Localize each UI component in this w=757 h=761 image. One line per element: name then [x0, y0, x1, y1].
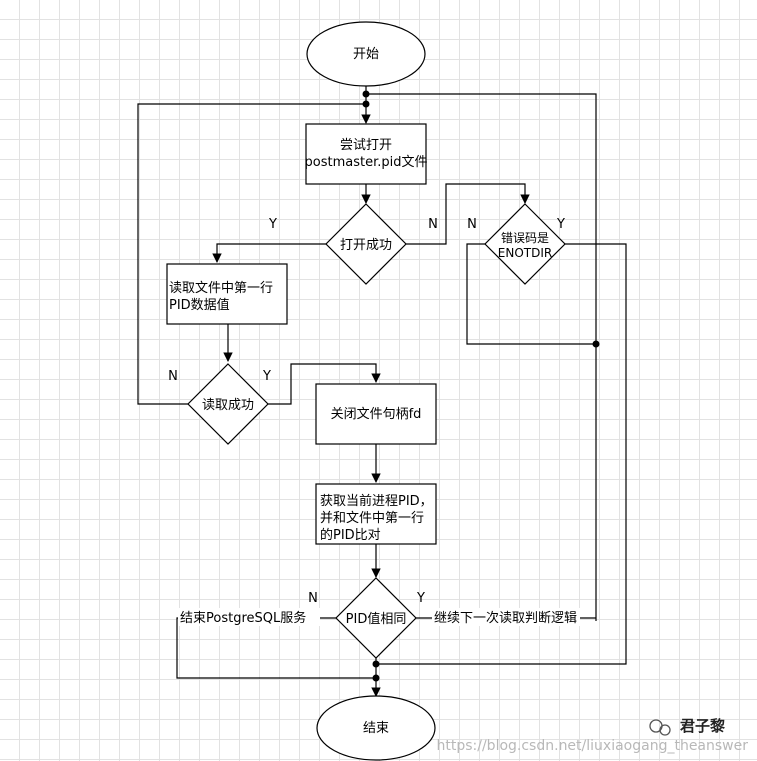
- errno-decision[interactable]: 错误码是 ENOTDIR: [484, 203, 566, 285]
- watermark: https://blog.csdn.net/liuxiaogang_theans…: [437, 717, 749, 754]
- start-label: 开始: [353, 47, 379, 62]
- stop-service-label: 结束PostgreSQL服务: [180, 610, 306, 626]
- junctions: [362, 90, 600, 682]
- open-ok-yes-label: Y: [268, 217, 277, 232]
- watermark-url: https://blog.csdn.net/liuxiaogang_theans…: [437, 738, 749, 754]
- read-success-decision[interactable]: 读取成功: [187, 363, 269, 445]
- edge-openok-yes: [212, 243, 326, 263]
- pid-same-yes-label: Y: [416, 591, 425, 606]
- read-ok-no-label: N: [168, 369, 178, 384]
- end-label: 结束: [363, 721, 389, 736]
- errno-line1: 错误码是: [501, 231, 549, 245]
- continue-next-label: 继续下一次读取判断逻辑: [434, 610, 577, 626]
- open-file-process[interactable]: 尝试打开 postmaster.pid文件: [305, 123, 428, 185]
- errno-yes-label: Y: [556, 217, 565, 232]
- pid-same-no-label: N: [308, 591, 318, 606]
- close-fd-process[interactable]: 关闭文件句柄fd: [315, 383, 437, 445]
- read-success-label: 读取成功: [202, 398, 254, 413]
- edge-readok-no: [137, 103, 366, 405]
- errno-line2: ENOTDIR: [498, 246, 552, 260]
- compare-line3: 的PID比对: [320, 527, 381, 543]
- junction-dot: [362, 100, 370, 108]
- open-file-line1: 尝试打开: [340, 138, 392, 153]
- edge-labels: 结束PostgreSQL服务 继续下一次读取判断逻辑 Y N N Y N Y N…: [168, 217, 580, 626]
- junction-dot: [372, 660, 380, 668]
- wechat-icon: [649, 719, 671, 736]
- edge-openok-no: [406, 183, 530, 245]
- edge-errno-yes: [376, 243, 627, 665]
- start-node[interactable]: 开始: [306, 21, 426, 87]
- read-line-line2: PID数据值: [169, 297, 230, 313]
- compare-line1: 获取当前进程PID，: [320, 493, 433, 509]
- junction-dot: [362, 90, 370, 98]
- watermark-brand: 君子黎: [680, 717, 725, 735]
- read-ok-yes-label: Y: [262, 369, 271, 384]
- read-line-process[interactable]: 读取文件中第一行 PID数据值: [166, 263, 288, 325]
- compare-pid-process[interactable]: 获取当前进程PID， 并和文件中第一行 的PID比对: [315, 483, 437, 545]
- edge-errno-no: [466, 243, 596, 345]
- end-node[interactable]: 结束: [316, 695, 436, 761]
- close-fd-label: 关闭文件句柄fd: [331, 407, 422, 422]
- open-success-label: 打开成功: [340, 238, 392, 253]
- pid-same-label: PID值相同: [346, 611, 407, 627]
- pid-same-decision[interactable]: PID值相同: [335, 577, 417, 659]
- edge-readok-yes: [268, 363, 381, 405]
- read-line-line1: 读取文件中第一行: [169, 281, 273, 296]
- junction-dot: [372, 674, 380, 682]
- compare-line2: 并和文件中第一行: [320, 511, 424, 526]
- errno-no-label: N: [467, 217, 477, 232]
- open-ok-no-label: N: [428, 217, 438, 232]
- open-file-line2: postmaster.pid文件: [305, 155, 428, 170]
- open-success-decision[interactable]: 打开成功: [325, 203, 407, 285]
- edge-loop-right: [366, 93, 597, 621]
- junction-dot: [592, 340, 600, 348]
